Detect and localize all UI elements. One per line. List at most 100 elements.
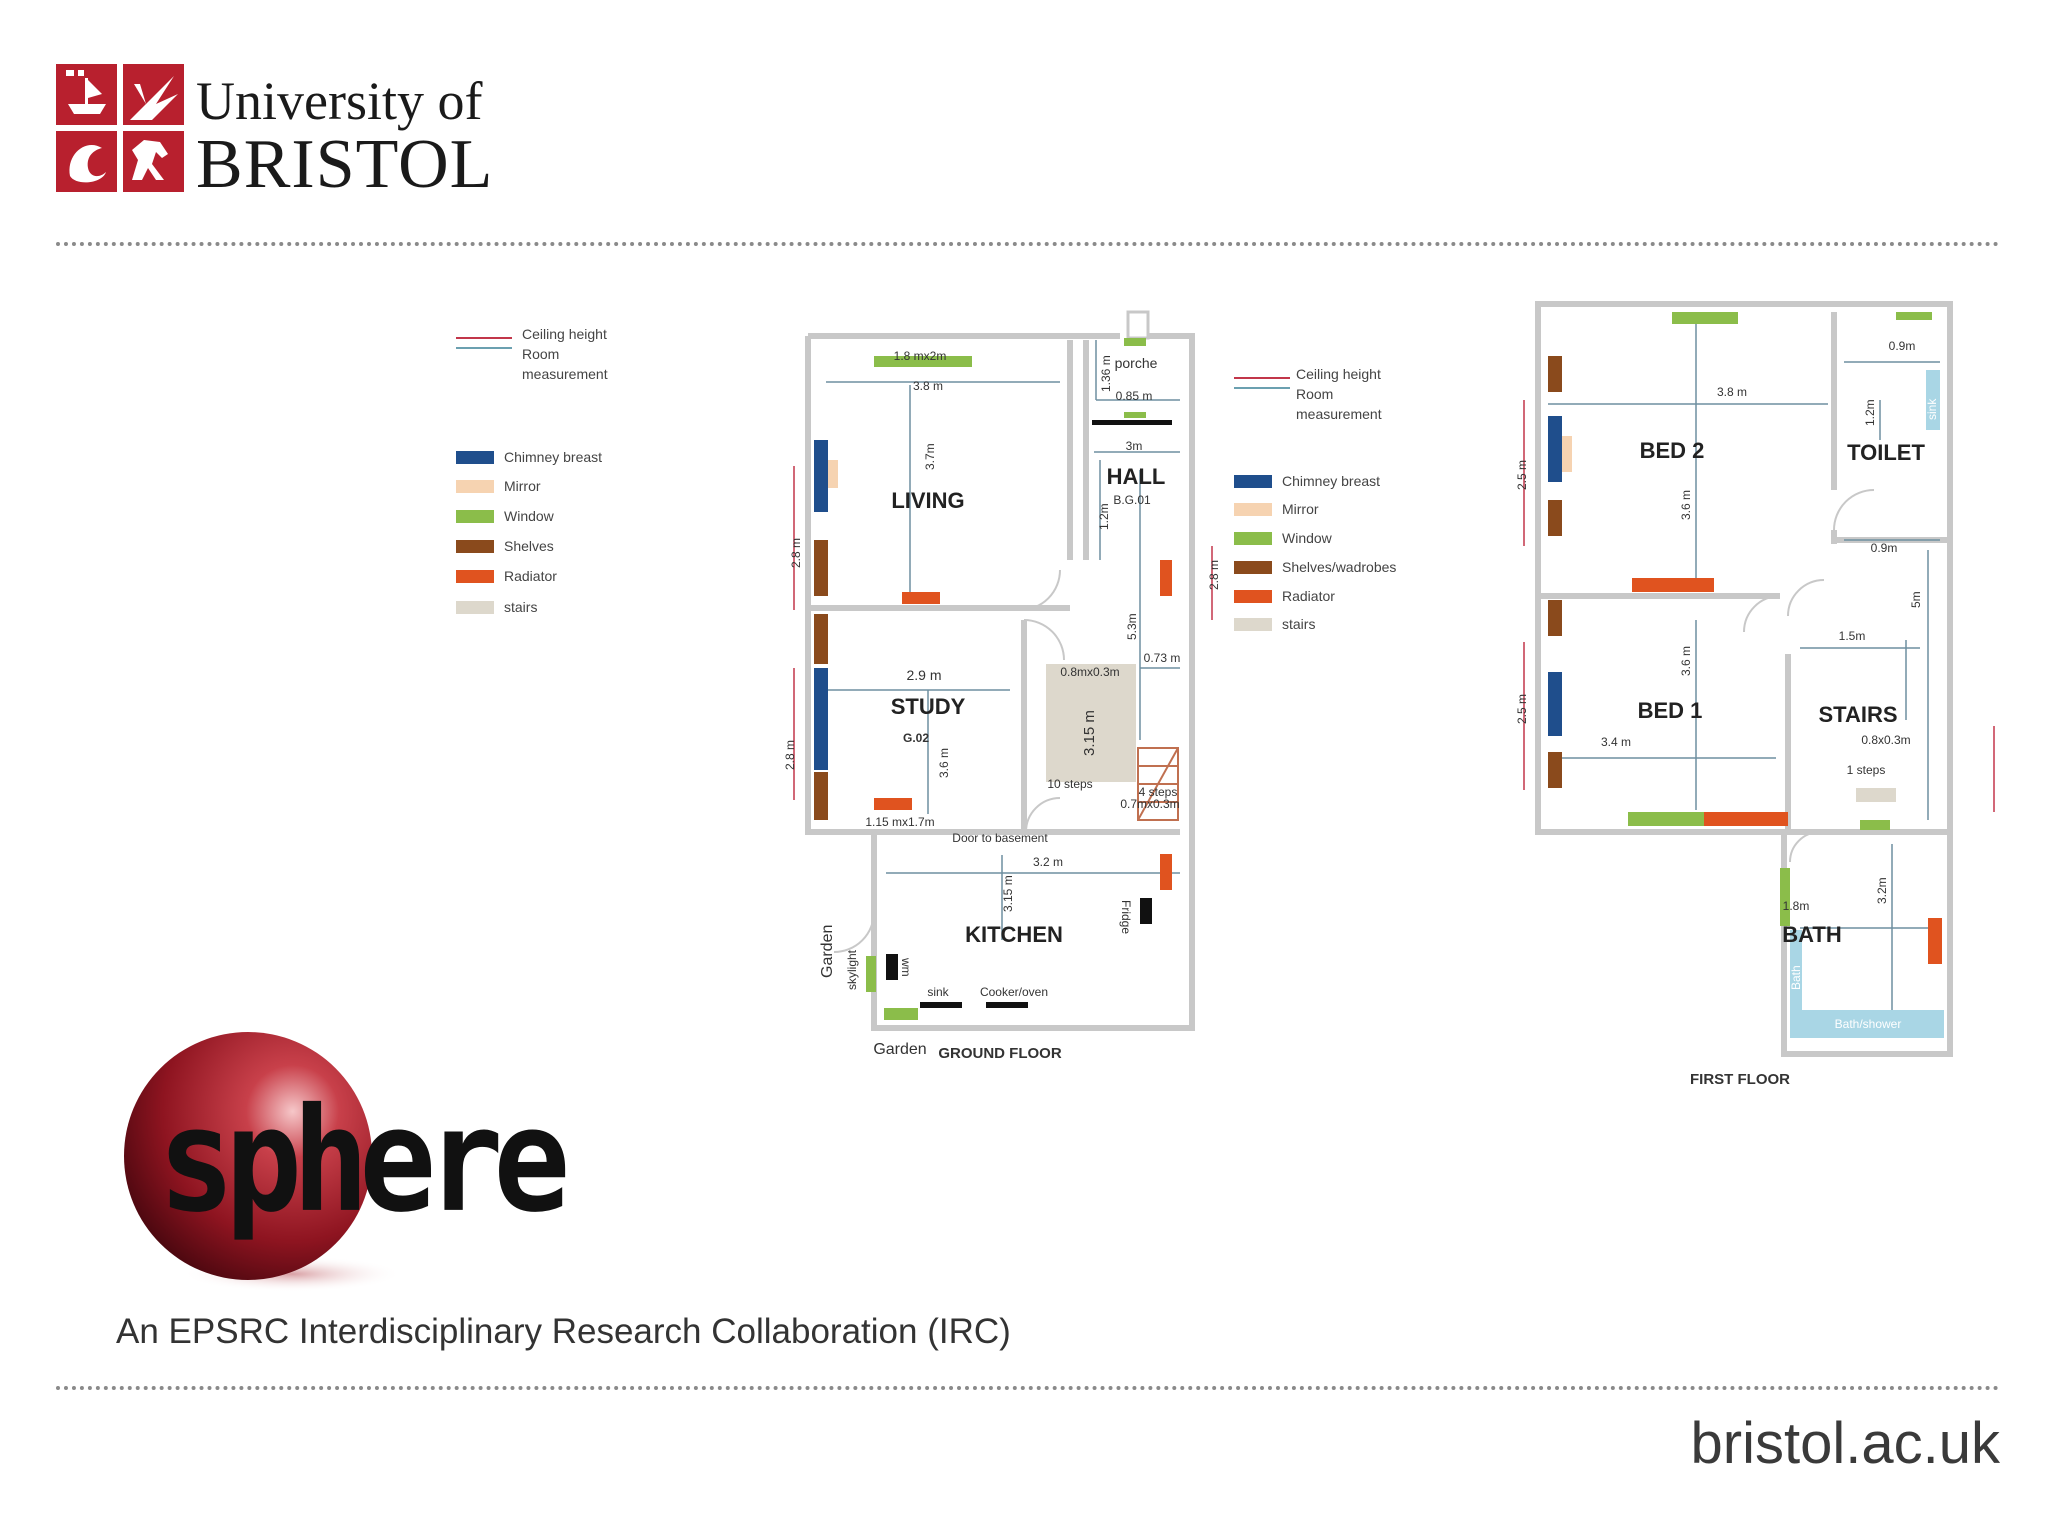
living-depth-label: 3.7m xyxy=(923,443,937,470)
legend-item: Chimney breast xyxy=(456,449,602,465)
bath-shower-label: Bath/shower xyxy=(1835,1017,1902,1031)
steps4-size-label: 0.7mx0.3m xyxy=(1120,797,1179,811)
stairs-swatch xyxy=(1234,617,1272,631)
porch-window xyxy=(1124,338,1146,346)
stairs-length-label: 3.15 m xyxy=(1081,710,1098,756)
cooker-icon xyxy=(986,1002,1028,1008)
hall-code: B.G.01 xyxy=(1113,493,1151,507)
university-wordmark: University of BRISTOL xyxy=(196,74,493,200)
legend-line-label: Ceiling height xyxy=(1296,366,1381,382)
bed2-radiator xyxy=(1632,578,1714,592)
legend-label: Mirror xyxy=(504,478,541,494)
wm-label: wm xyxy=(899,957,913,977)
garden-side-label: Garden xyxy=(819,925,836,978)
legend-label: stairs xyxy=(1282,616,1316,632)
shelves-swatch xyxy=(1234,560,1272,574)
bed1-window xyxy=(1628,812,1704,826)
kitchen-depth-label: 3.15 m xyxy=(1001,875,1015,912)
legend-line-label: measurement xyxy=(522,366,608,382)
legend-item: Radiator xyxy=(456,568,557,584)
bath-side xyxy=(1790,930,1802,1010)
legend-item: Mirror xyxy=(1234,501,1319,517)
study-chimney xyxy=(814,668,828,770)
bed1-radiator xyxy=(1704,812,1788,826)
bath-depth-label: 3.2m xyxy=(1875,877,1889,904)
study-window-label: 1.15 mx1.7m xyxy=(865,815,934,829)
university-logo xyxy=(56,64,184,192)
first-floor-title: FIRST FLOOR xyxy=(1690,1071,1790,1088)
kitchen-width-label: 3.2 m xyxy=(1033,855,1063,869)
living-ceiling-label: 2.8 m xyxy=(789,538,803,568)
bed2-shelf-bottom xyxy=(1548,500,1562,536)
bed1-width-label: 3.4 m xyxy=(1601,735,1631,749)
first-floor-stairs xyxy=(1856,788,1896,802)
stairs-size-label: 0.8mx0.3m xyxy=(1060,665,1119,679)
bed2-width-label: 3.8 m xyxy=(1717,385,1747,399)
bed2-chimney xyxy=(1548,416,1562,482)
radiator-swatch xyxy=(456,569,494,583)
room-kitchen: KITCHEN xyxy=(965,922,1063,947)
bath-window xyxy=(1780,868,1790,926)
legend-line-label: Room xyxy=(522,346,560,362)
bed2-ceiling-label: 2.5 m xyxy=(1515,460,1529,490)
stairs-size-label: 0.8x0.3m xyxy=(1861,733,1910,747)
room-bed1: BED 1 xyxy=(1638,698,1703,723)
hall-ceiling-label: 2.8 m xyxy=(1207,560,1221,590)
study-width-label: 2.9 m xyxy=(906,667,941,683)
university-crest-icon xyxy=(56,64,184,192)
door-basement-label: Door to basement xyxy=(952,831,1048,845)
study-ceiling-label: 2.8 m xyxy=(783,740,797,770)
skylight-label: skylight xyxy=(845,949,859,990)
ground-floor-title: GROUND FLOOR xyxy=(938,1045,1061,1062)
porch-width-label: 0.85 m xyxy=(1116,389,1153,403)
room-porche: porche xyxy=(1115,355,1158,371)
toilet-sink-label: sink xyxy=(1925,398,1939,420)
toilet-width-label: 0.9m xyxy=(1889,339,1916,353)
legend-label: Shelves xyxy=(504,538,554,554)
chimney-swatch xyxy=(456,450,494,464)
legend-label: Window xyxy=(504,508,554,524)
bath-radiator xyxy=(1928,918,1942,964)
sink-label: sink xyxy=(927,985,949,999)
living-window-label: 1.8 mx2m xyxy=(894,349,947,363)
legend-item: Window xyxy=(1234,530,1332,546)
sink-icon xyxy=(920,1002,962,1008)
university-line-1: University of xyxy=(196,71,483,131)
tagline: An EPSRC Interdisciplinary Research Coll… xyxy=(116,1312,1011,1351)
room-bed2: BED 2 xyxy=(1640,438,1705,463)
study-shelf-top xyxy=(814,614,828,664)
living-width-label: 3.8 m xyxy=(913,379,943,393)
domain-link[interactable]: bristol.ac.uk xyxy=(1690,1411,2000,1476)
steps10-label: 10 steps xyxy=(1047,777,1092,791)
bed1-shelf-top xyxy=(1548,600,1562,636)
toilet-depth-label: 1.2m xyxy=(1863,399,1877,426)
fridge-icon xyxy=(1140,898,1152,924)
hall-depth-label: 1.2m xyxy=(1097,503,1111,530)
footer-divider xyxy=(56,1386,2000,1390)
living-window xyxy=(874,356,972,367)
window-swatch xyxy=(1234,531,1272,545)
living-shelf xyxy=(814,540,828,596)
legend-line-label: measurement xyxy=(1296,406,1382,422)
study-code: G.02 xyxy=(903,731,929,745)
legend-item: Shelves xyxy=(456,538,554,554)
hall-window xyxy=(1124,412,1146,418)
legend-item: stairs xyxy=(1234,616,1316,632)
legend-label: Chimney breast xyxy=(1282,473,1381,489)
sphere-wordmark: sphere xyxy=(158,1077,570,1245)
chimney-swatch xyxy=(1234,474,1272,488)
toilet-window xyxy=(1896,312,1932,320)
university-line-2: BRISTOL xyxy=(196,126,494,203)
legend-line-label: Room xyxy=(1296,386,1334,402)
legend-item: Chimney breast xyxy=(1234,473,1381,489)
porch-door xyxy=(1092,420,1172,425)
radiator-swatch xyxy=(1234,589,1272,603)
living-radiator xyxy=(902,592,940,604)
legend-item: Shelves/wadrobes xyxy=(1234,559,1396,575)
stairs-width-label: 1.5m xyxy=(1839,629,1866,643)
legend-lines-icon xyxy=(456,337,512,349)
garden-bottom-label: Garden xyxy=(873,1041,926,1058)
stairs-window xyxy=(1860,820,1890,830)
